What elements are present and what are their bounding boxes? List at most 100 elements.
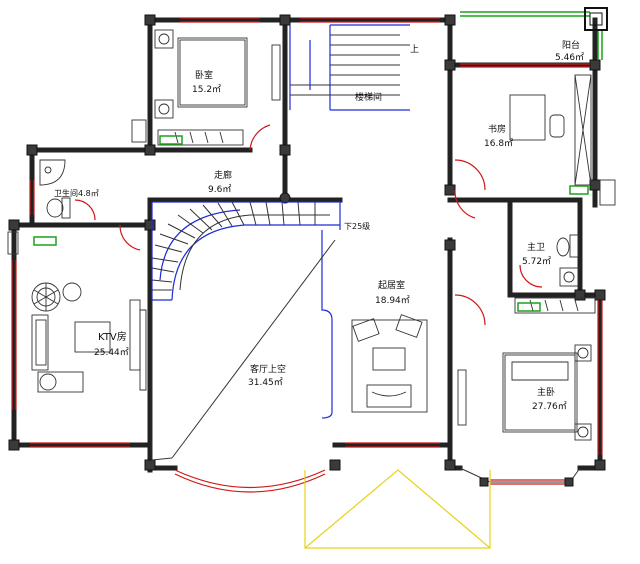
master-bed-furniture (457, 344, 592, 441)
spiral-stair (151, 201, 341, 301)
stairwell-name: 楼梯间 (355, 91, 382, 103)
master-bath-name: 主卫 (527, 241, 545, 253)
window (11, 260, 17, 410)
balcony-structure (460, 7, 608, 60)
nightstand (574, 423, 592, 441)
column (144, 144, 156, 156)
master-bath-furniture (514, 234, 596, 314)
corridor-name: 走廊 (214, 169, 232, 181)
windows (11, 17, 603, 493)
study-furniture (509, 74, 616, 206)
column (144, 459, 156, 471)
column (564, 477, 574, 487)
door-swing (119, 224, 141, 251)
stair-down-label: 下25级 (344, 221, 370, 231)
bed (179, 39, 246, 106)
door-swing (74, 199, 96, 221)
upper-stair (289, 24, 410, 111)
column (279, 14, 291, 26)
sitting-name: 起居室 (378, 279, 405, 291)
window (460, 63, 590, 68)
master-bed-name: 主卧 (537, 386, 555, 398)
living-void-name: 客厅上空 (250, 363, 286, 375)
sitting-furniture (351, 314, 428, 413)
column (594, 459, 606, 471)
window (29, 180, 35, 215)
column (444, 459, 456, 471)
column (589, 179, 601, 191)
column (8, 439, 20, 451)
ktv-area: 25.44㎡ (94, 347, 129, 358)
stair-up-label: 上 (410, 44, 419, 55)
window (30, 442, 130, 448)
stair-arrow (179, 214, 330, 291)
bed (504, 354, 576, 431)
corridor-area: 9.6㎡ (208, 184, 231, 195)
living-void-area: 31.45㎡ (248, 377, 283, 388)
bedroom-furniture (131, 29, 281, 146)
wardrobe (514, 297, 596, 314)
wardrobe (157, 129, 244, 146)
study-area: 16.8㎡ (484, 138, 513, 149)
column (444, 14, 456, 26)
wc-furniture (7, 159, 71, 255)
column (144, 219, 156, 231)
bedroom-name: 卧室 (195, 69, 213, 81)
sofa (37, 371, 84, 393)
living-void (139, 230, 336, 461)
nightstand (574, 344, 592, 362)
column (329, 459, 341, 471)
column (444, 184, 456, 196)
column (594, 289, 606, 301)
window (300, 17, 440, 23)
sink (559, 267, 579, 287)
door-swing (454, 159, 486, 191)
columns (8, 14, 606, 471)
door-swing (454, 189, 476, 219)
bookshelf (574, 74, 592, 186)
armchair (352, 318, 380, 342)
bay-frame (459, 467, 581, 483)
bathroom-label: 卫生间4.8㎡ (54, 188, 99, 198)
window (597, 300, 603, 455)
column (444, 59, 456, 71)
ktv-name: KTV房 (98, 330, 127, 343)
window (180, 17, 260, 23)
column (8, 219, 20, 231)
column (144, 14, 156, 26)
column (279, 144, 291, 156)
toilet (556, 237, 570, 257)
bedroom-area: 15.2㎡ (192, 84, 221, 95)
chair (549, 114, 565, 138)
coffee-table (74, 321, 111, 353)
ktv-furniture (31, 236, 141, 393)
study-name: 书房 (488, 123, 506, 135)
sitting-area: 18.94㎡ (375, 295, 410, 306)
column (479, 477, 489, 487)
balcony-planter (584, 7, 608, 31)
bay-window (174, 469, 326, 488)
balcony-name: 阳台 (562, 39, 580, 51)
shower (39, 159, 66, 186)
bay-window (174, 473, 326, 493)
column (26, 144, 38, 156)
column (444, 239, 456, 251)
toilet (46, 198, 64, 218)
master-bed-area: 27.76㎡ (532, 401, 567, 412)
nightstand (154, 99, 174, 119)
coffee-table (372, 347, 406, 371)
door-swing (454, 294, 486, 326)
tv-cabinet (271, 44, 281, 101)
master-bath-area: 5.72㎡ (522, 256, 551, 267)
column (574, 289, 586, 301)
desk (509, 94, 546, 141)
balcony-area: 5.46㎡ (555, 52, 584, 63)
window (345, 442, 440, 448)
bay-window (490, 479, 570, 485)
column (279, 192, 291, 204)
sofa (366, 384, 412, 408)
tv-cabinet (457, 369, 467, 426)
nightstand (154, 29, 174, 49)
tv-cabinet (129, 299, 141, 371)
